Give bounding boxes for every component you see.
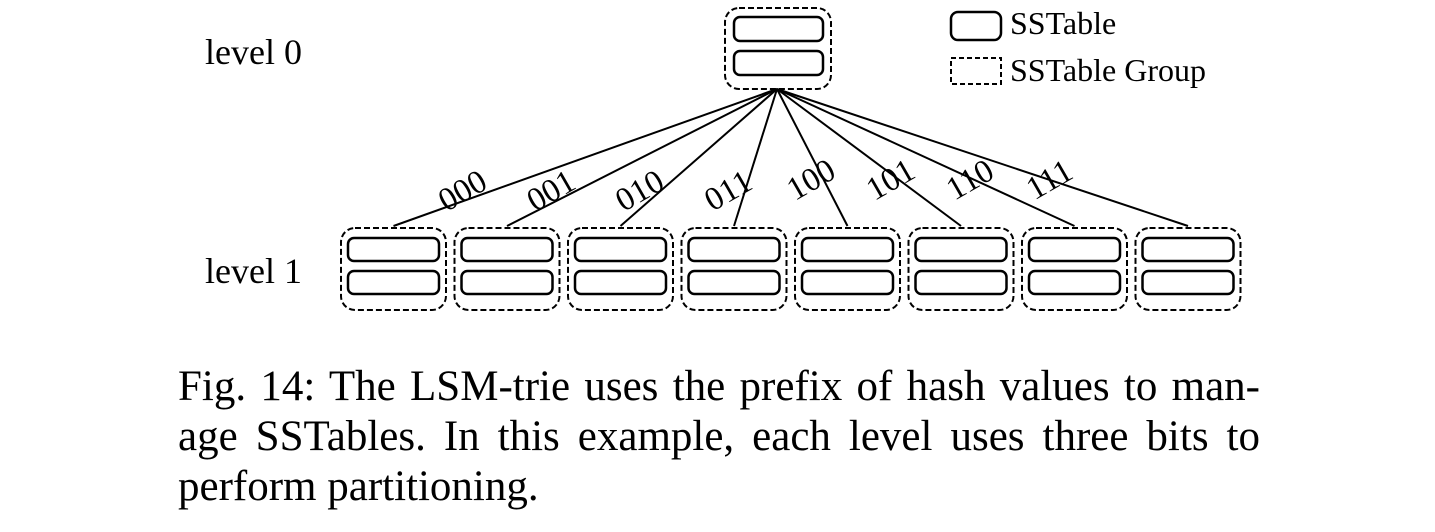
level-1-label: level 1 bbox=[205, 251, 302, 291]
level-1-sstable bbox=[1027, 269, 1122, 296]
trie-edge-101 bbox=[776, 88, 962, 227]
level-1-group-100 bbox=[794, 227, 901, 311]
level-1-sstable bbox=[573, 269, 668, 296]
group-border bbox=[453, 227, 561, 311]
level-1-sstable bbox=[687, 236, 781, 263]
level-1-sstable bbox=[346, 269, 441, 296]
trie-edge-111 bbox=[776, 88, 1189, 227]
level-1-sstable bbox=[1141, 269, 1235, 296]
level-1-groups bbox=[340, 227, 1242, 311]
group-border bbox=[794, 227, 901, 311]
level-1-group-010 bbox=[567, 227, 674, 311]
level-0-sstable bbox=[732, 15, 825, 43]
group-border bbox=[907, 227, 1015, 311]
prefix-label-100: 100 bbox=[781, 152, 842, 208]
level-0-label: level 0 bbox=[205, 32, 302, 72]
level-0-group bbox=[724, 7, 832, 90]
prefix-label-101: 101 bbox=[860, 152, 921, 208]
prefix-label-000: 000 bbox=[432, 163, 493, 219]
prefix-label-111: 111 bbox=[1020, 153, 1079, 208]
level-1-sstable bbox=[687, 269, 781, 296]
level-1-sstable bbox=[1141, 236, 1235, 263]
legend-group-label: SSTable Group bbox=[1010, 52, 1206, 88]
figure-caption: Fig. 14: The LSM-trie uses the prefix of… bbox=[178, 362, 1260, 512]
level-1-group-001 bbox=[453, 227, 561, 311]
trie-edge-110 bbox=[776, 88, 1075, 227]
trie-edge-010 bbox=[619, 88, 778, 227]
level-1-group-110 bbox=[1021, 227, 1128, 311]
group-border bbox=[1021, 227, 1128, 311]
caption-text: Fig. 14: The LSM-trie uses the prefix of… bbox=[178, 363, 1260, 510]
prefix-label-010: 010 bbox=[609, 163, 670, 219]
level-0-sstable bbox=[732, 49, 825, 77]
trie-edge-100 bbox=[776, 88, 849, 227]
level-1-group-101 bbox=[907, 227, 1015, 311]
trie-edges bbox=[393, 88, 1189, 227]
level-1-group-000 bbox=[340, 227, 447, 311]
level-1-sstable bbox=[914, 269, 1008, 296]
legend-sstable-label: SSTable bbox=[1010, 5, 1116, 41]
level-0-group-border bbox=[724, 7, 832, 90]
trie-edge-001 bbox=[506, 88, 778, 227]
group-border bbox=[1134, 227, 1242, 311]
level-1-group-111 bbox=[1134, 227, 1242, 311]
legend-group-icon bbox=[950, 57, 1002, 85]
level-1-sstable bbox=[460, 269, 554, 296]
level-1-sstable bbox=[914, 236, 1008, 263]
prefix-label-001: 001 bbox=[521, 163, 582, 219]
legend-sstable-icon bbox=[949, 10, 1003, 42]
lsm-trie-diagram: level 0 level 1 SSTable SSTable Group 00… bbox=[205, 5, 1242, 311]
trie-edge-000 bbox=[393, 88, 778, 227]
prefix-label-011: 011 bbox=[699, 164, 759, 219]
level-1-group-011 bbox=[680, 227, 788, 311]
legend: SSTable SSTable Group bbox=[949, 5, 1206, 88]
level-1-sstable bbox=[346, 236, 441, 263]
level-1-sstable bbox=[800, 236, 895, 263]
level-1-sstable bbox=[800, 269, 895, 296]
group-border bbox=[680, 227, 788, 311]
group-border bbox=[340, 227, 447, 311]
trie-edge-011 bbox=[733, 88, 778, 227]
level-1-sstable bbox=[1027, 236, 1122, 263]
level-1-sstable bbox=[573, 236, 668, 263]
group-border bbox=[567, 227, 674, 311]
level-1-sstable bbox=[460, 236, 554, 263]
